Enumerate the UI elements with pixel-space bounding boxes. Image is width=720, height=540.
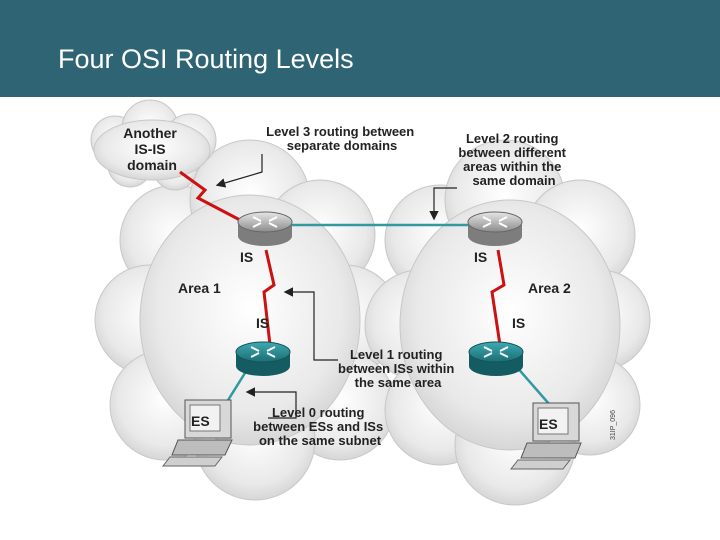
another-domain-cloud xyxy=(90,99,217,191)
router-area1-top xyxy=(237,211,293,246)
es-label-left: ES xyxy=(191,413,210,429)
area2-cloud xyxy=(364,139,651,506)
figure-code: 31IP_096 xyxy=(610,410,617,440)
es-computer-left: ES xyxy=(161,399,233,467)
router-area1-bottom xyxy=(235,341,291,376)
routing-diagram: ES ES Another IS-IS domain IS IS IS IS A… xyxy=(90,99,651,506)
level0-annotation: Level 0 routing between ESs and ISs on t… xyxy=(253,405,387,448)
level3-annotation: Level 3 routing between separate domains xyxy=(266,124,418,153)
level3-arrow xyxy=(215,154,263,188)
level1-annotation: Level 1 routing between ISs within the s… xyxy=(338,347,458,390)
level0-arrow xyxy=(245,387,297,419)
area2-label: Area 2 xyxy=(528,280,571,296)
level2-arrow xyxy=(429,187,457,221)
header-bar: Four OSI Routing Levels xyxy=(0,0,720,97)
interdomain-serial-link xyxy=(179,170,241,222)
area1-label: Area 1 xyxy=(178,280,221,296)
area2-serial-link xyxy=(490,249,506,346)
page-title: Four OSI Routing Levels xyxy=(58,44,354,74)
level2-annotation: Level 2 routing between different areas … xyxy=(458,131,569,188)
is-label-area1-bottom: IS xyxy=(256,315,269,331)
es-computer-right: ES xyxy=(509,402,582,470)
level1-arrow xyxy=(283,287,338,361)
router-area2-bottom xyxy=(468,341,524,376)
area2-es-link xyxy=(514,364,551,406)
is-label-area2-bottom: IS xyxy=(512,315,525,331)
area1-serial-link xyxy=(262,249,276,346)
router-area2-top xyxy=(467,211,523,246)
another-domain-label: Another IS-IS domain xyxy=(123,125,181,173)
es-label-right: ES xyxy=(539,416,558,432)
is-label-area1-top: IS xyxy=(240,249,253,265)
is-label-area2-top: IS xyxy=(474,249,487,265)
